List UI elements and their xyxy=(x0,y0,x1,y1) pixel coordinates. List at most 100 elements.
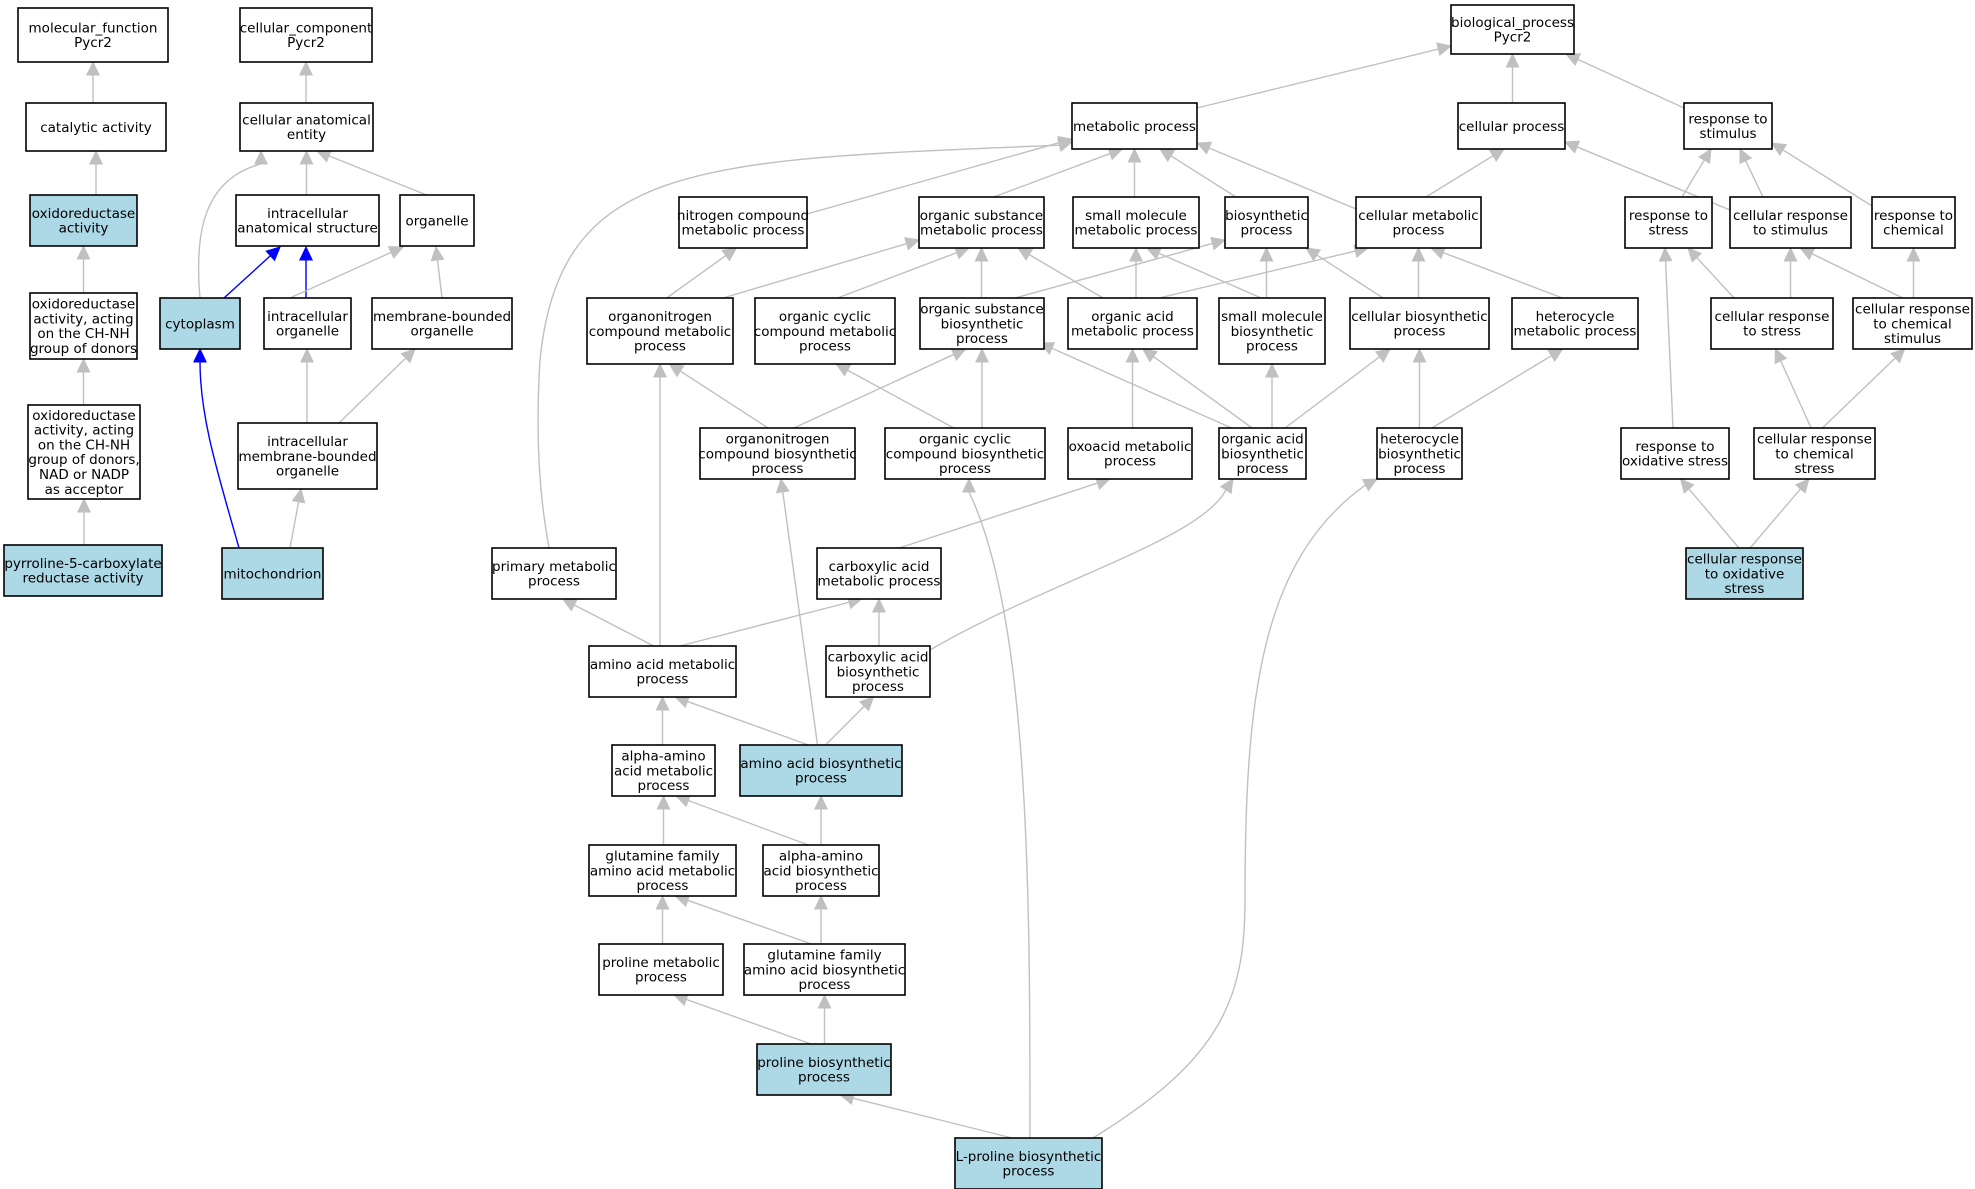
node-box[interactable] xyxy=(159,297,241,350)
node-box[interactable] xyxy=(825,645,931,698)
node-box[interactable] xyxy=(586,297,734,365)
node-box[interactable] xyxy=(17,7,169,63)
node-box[interactable] xyxy=(3,544,163,597)
node-box[interactable] xyxy=(25,102,167,152)
node-box[interactable] xyxy=(1457,102,1566,150)
node-box[interactable] xyxy=(884,427,1046,480)
node-box[interactable] xyxy=(235,194,380,247)
node-box[interactable] xyxy=(678,196,808,249)
node-mito[interactable]: mitochondrion xyxy=(221,547,324,600)
node-box[interactable] xyxy=(699,427,856,480)
node-box[interactable] xyxy=(588,645,737,698)
node-box[interactable] xyxy=(1218,297,1326,365)
node-org[interactable]: organelle xyxy=(399,194,475,247)
node-box[interactable] xyxy=(1355,196,1482,249)
node-box[interactable] xyxy=(1624,196,1713,249)
node-box[interactable] xyxy=(1071,102,1198,150)
node-box[interactable] xyxy=(1729,196,1852,249)
node-box[interactable] xyxy=(1224,196,1309,249)
node-box[interactable] xyxy=(491,547,617,600)
node-box[interactable] xyxy=(239,102,374,152)
node-box[interactable] xyxy=(1511,297,1639,350)
node-box[interactable] xyxy=(1349,297,1490,350)
node-box[interactable] xyxy=(611,744,716,797)
node-mp[interactable]: metabolic process xyxy=(1071,102,1198,150)
node-box[interactable] xyxy=(263,297,352,350)
node-box[interactable] xyxy=(1067,297,1198,350)
node-cyto[interactable]: cytoplasm xyxy=(159,297,241,350)
node-box[interactable] xyxy=(1871,196,1956,249)
node-box[interactable] xyxy=(237,422,378,490)
node-box[interactable] xyxy=(239,7,373,63)
node-box[interactable] xyxy=(1683,102,1773,150)
node-box[interactable] xyxy=(754,297,896,365)
node-box[interactable] xyxy=(1685,547,1804,600)
node-box[interactable] xyxy=(588,844,737,897)
node-box[interactable] xyxy=(1218,427,1307,480)
node-box[interactable] xyxy=(918,196,1045,249)
node-box[interactable] xyxy=(954,1137,1103,1189)
node-box[interactable] xyxy=(1450,4,1575,55)
node-box[interactable] xyxy=(762,844,880,897)
node-box[interactable] xyxy=(756,1043,892,1096)
node-box[interactable] xyxy=(816,547,942,600)
node-box[interactable] xyxy=(1710,297,1834,350)
node-box[interactable] xyxy=(1620,427,1730,480)
node-box[interactable] xyxy=(29,194,138,247)
node-cat[interactable]: catalytic activity xyxy=(25,102,167,152)
node-box[interactable] xyxy=(743,943,906,996)
node-box[interactable] xyxy=(1753,427,1876,480)
node-cp[interactable]: cellular process xyxy=(1457,102,1566,150)
node-box[interactable] xyxy=(598,943,724,996)
node-box[interactable] xyxy=(221,547,324,600)
node-box[interactable] xyxy=(29,292,138,360)
node-box[interactable] xyxy=(1376,427,1463,480)
node-box[interactable] xyxy=(27,404,141,500)
node-box[interactable] xyxy=(1852,297,1973,350)
